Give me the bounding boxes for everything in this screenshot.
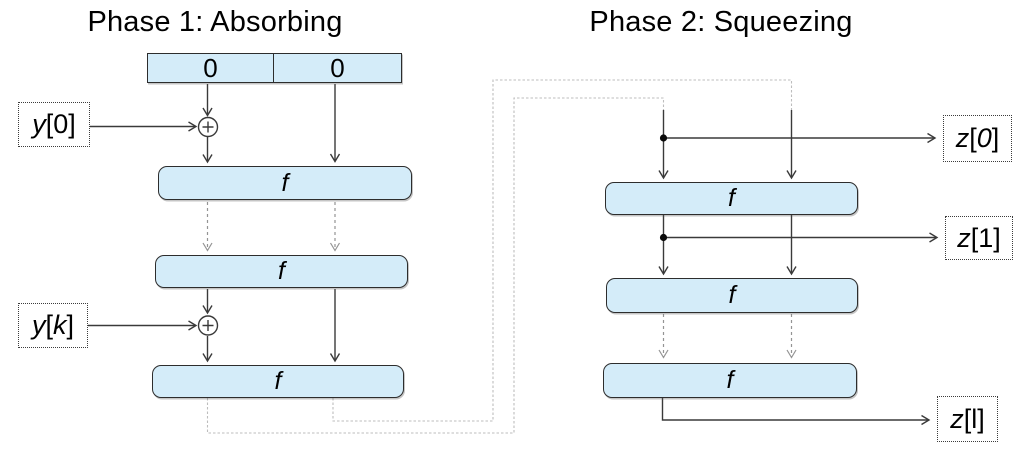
state-register: 0 0 <box>147 53 402 83</box>
f-box-squeeze-1: f <box>605 182 858 215</box>
absorbing-arrows <box>88 84 341 363</box>
f-label: f <box>281 168 289 197</box>
f-box-squeeze-3: f <box>603 363 857 398</box>
xor-gate-icon-2 <box>197 315 219 336</box>
output-label-z0: z[0] <box>943 115 1012 162</box>
f-box-absorb-3: f <box>152 365 404 398</box>
f-box-squeeze-2: f <box>606 278 858 313</box>
input-label-y0: y[0] <box>18 102 90 147</box>
f-label: f <box>728 184 735 212</box>
branch-dot-z1 <box>659 233 668 242</box>
f-label: f <box>274 367 282 395</box>
feedback-lines <box>206 79 793 434</box>
squeezing-arrows <box>658 110 939 426</box>
f-box-absorb-1: f <box>158 166 412 200</box>
input-label-yk: y[k] <box>18 303 88 348</box>
output-arrow-zl <box>661 398 931 426</box>
phase2-title: Phase 2: Squeezing <box>589 6 853 38</box>
feedback-line-capacity <box>332 79 793 422</box>
f-box-absorb-2: f <box>155 255 408 288</box>
output-label-z1: z[1] <box>945 216 1013 260</box>
state-cell-rate: 0 <box>148 54 274 82</box>
xor-gate-icon-1 <box>197 116 219 138</box>
state-cell-capacity: 0 <box>330 53 345 83</box>
f-label: f <box>728 281 736 309</box>
xor-plus <box>202 121 214 133</box>
feedback-line-rate <box>206 97 665 434</box>
f-label: f <box>278 257 285 285</box>
output-label-zl: z[l] <box>937 396 998 442</box>
branch-dot-z0 <box>659 134 668 142</box>
phase1-title: Phase 1: Absorbing <box>87 6 343 38</box>
xor-plus <box>202 320 214 331</box>
f-label: f <box>726 366 734 394</box>
